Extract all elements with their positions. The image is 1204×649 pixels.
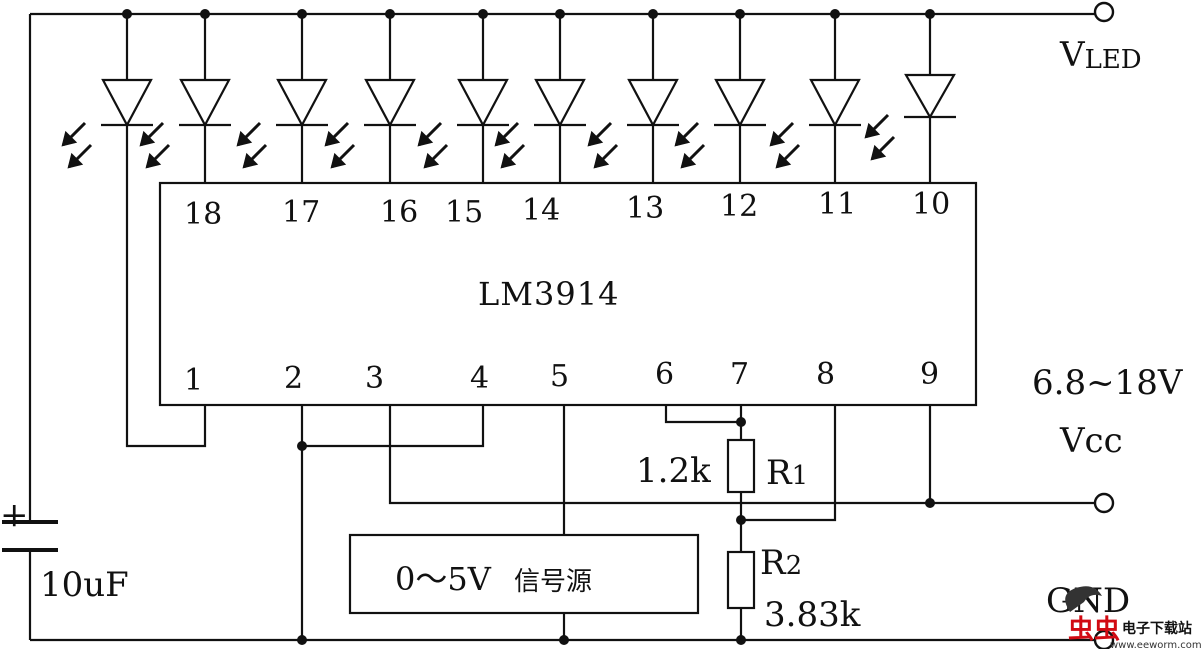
bottom-pin-labels: 1 2 3 4 5 6 7 8 9 — [184, 357, 939, 398]
led-7 — [587, 78, 679, 169]
vcc-terminal — [1093, 492, 1115, 514]
pin-label: 2 — [284, 361, 303, 396]
watermark-url: www.eeworm.com — [1110, 640, 1202, 649]
vcc-label: Vcc — [1059, 421, 1123, 461]
led-8 — [674, 78, 766, 169]
pin-label: 8 — [816, 357, 835, 392]
led-9 — [769, 78, 861, 169]
led-6 — [494, 78, 586, 169]
pin-label: 6 — [655, 357, 674, 392]
pin-label: 17 — [282, 195, 320, 230]
r1-value-label: 1.2k — [636, 451, 711, 491]
cap-polarity-label: + — [0, 495, 29, 535]
signal-range-label: 0～5V — [395, 560, 492, 598]
pin-label: 7 — [730, 357, 749, 392]
r2-name-label: R2 — [760, 543, 802, 583]
led-5 — [417, 78, 509, 169]
pin-label: 16 — [380, 195, 418, 230]
gnd-terminal — [1093, 629, 1115, 649]
pin-label: 1 — [184, 363, 203, 398]
r1-resistor — [726, 438, 756, 494]
pin-label: 12 — [720, 189, 758, 224]
led-array — [61, 73, 956, 169]
pin-label: 14 — [522, 193, 560, 228]
vled-label: VLED — [1059, 35, 1142, 75]
led-3 — [236, 78, 328, 169]
led-10 — [864, 73, 956, 161]
r2-value-label: 3.83k — [764, 595, 861, 635]
r1-name-label: R1 — [766, 453, 808, 493]
watermark-bug-logo-icon: 虫虫 — [1068, 615, 1120, 645]
chip-label: LM3914 — [478, 275, 619, 313]
led-1 — [61, 78, 153, 169]
r2-resistor — [726, 550, 756, 610]
terminals — [1093, 1, 1115, 649]
vcc-range-label: 6.8~18V — [1032, 363, 1184, 403]
led-2 — [139, 78, 231, 169]
pin-label: 11 — [818, 187, 856, 222]
cap-value-label: 10uF — [40, 565, 129, 605]
pin-label: 3 — [365, 361, 384, 396]
signal-source-box — [348, 533, 700, 615]
pin-label: 13 — [626, 191, 664, 226]
vled-terminal — [1093, 1, 1115, 23]
watermark-site-name: 电子下载站 — [1122, 620, 1192, 637]
pin-label: 9 — [920, 357, 939, 392]
signal-name-label: 信号源 — [514, 567, 592, 597]
pin-label: 15 — [445, 195, 483, 230]
capacitor — [2, 520, 58, 552]
pin-label: 10 — [912, 187, 950, 222]
pin-label: 4 — [470, 361, 489, 396]
junction-dots — [122, 9, 935, 645]
led-4 — [324, 78, 416, 169]
top-pin-labels: 18 17 16 15 14 13 12 11 10 — [184, 187, 950, 232]
lm3914-chip-body — [158, 181, 978, 407]
watermark: 虫虫 电子下载站 www.eeworm.com — [1065, 586, 1202, 649]
watermark-swoosh-icon — [1065, 586, 1102, 612]
pin-label: 5 — [550, 359, 569, 394]
pin-label: 18 — [184, 197, 222, 232]
